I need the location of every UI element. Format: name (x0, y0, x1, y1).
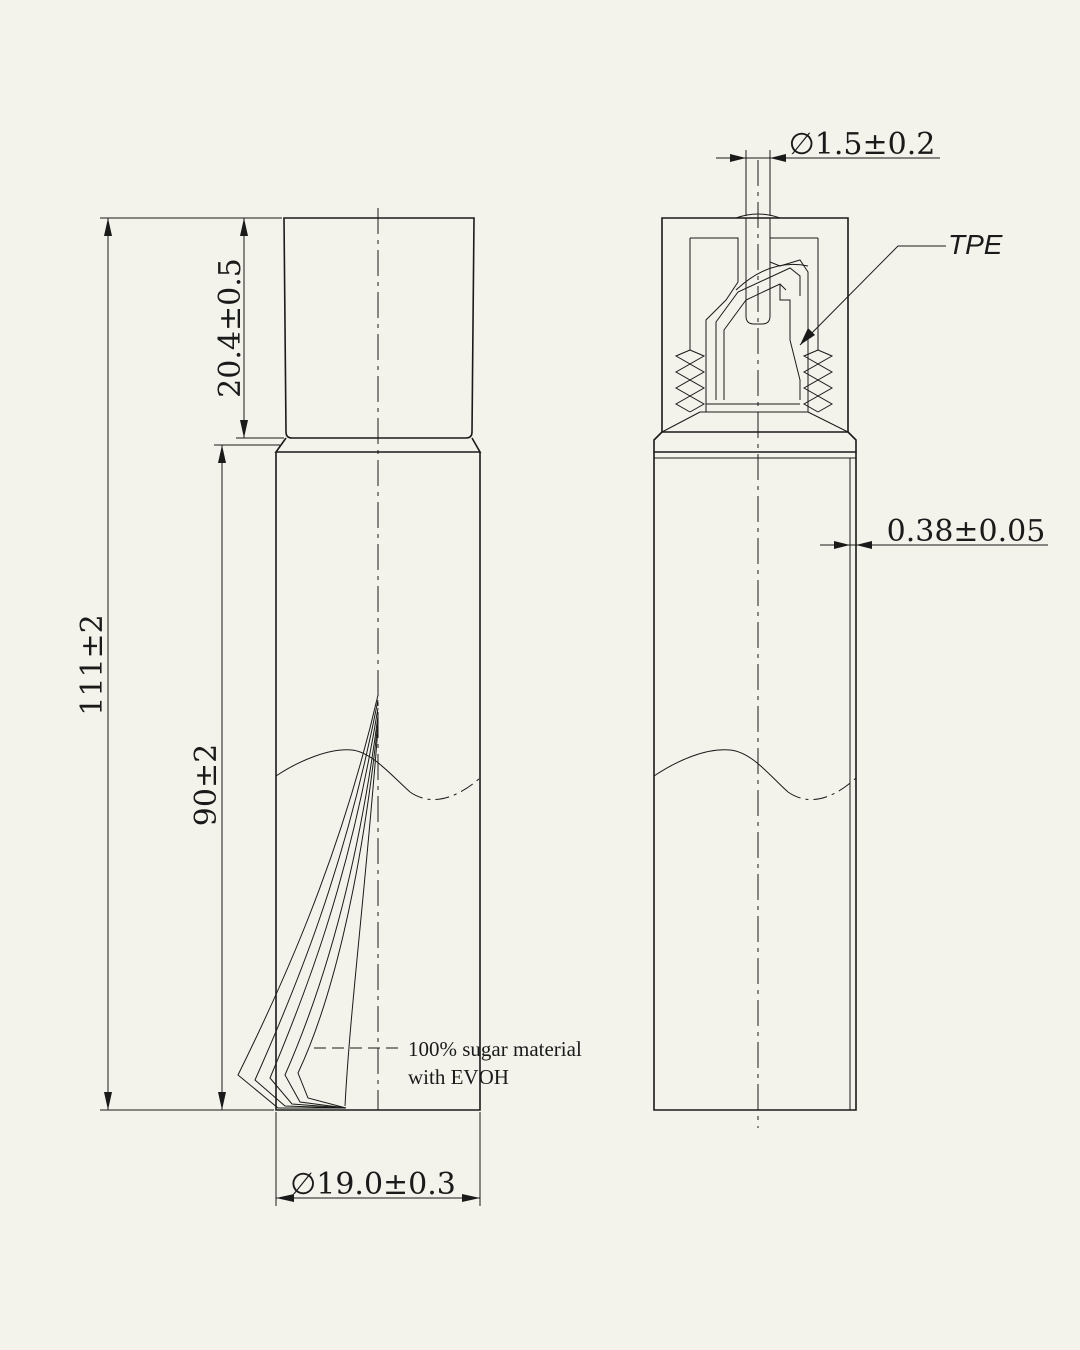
orifice-diameter-label: ∅1.5±0.2 (789, 127, 936, 162)
orifice-channel (745, 218, 771, 325)
crimp-fan (237, 694, 379, 1109)
dim-wall-thickness: 0.38±0.05 (820, 514, 1048, 549)
wall-thickness-label: 0.38±0.05 (887, 514, 1046, 549)
break-line-right (653, 749, 789, 793)
tpe-callout: TPE (799, 229, 1003, 346)
overall-height-label: 111±2 (75, 614, 110, 715)
thread-left (674, 349, 692, 413)
break-line-left (275, 749, 411, 793)
inner-nozzle (715, 267, 801, 400)
cap-outline (283, 217, 475, 439)
dim-tube-diameter: ∅19.0±0.3 (275, 1112, 481, 1206)
break-line-left-dash (409, 777, 481, 800)
material-note-line1: 100% sugar material (408, 1037, 582, 1061)
tube-body-right (653, 452, 857, 1111)
material-note-line2: with EVOH (408, 1065, 509, 1089)
cap-inner-cavity (690, 237, 739, 412)
tube-length-label: 90±2 (189, 744, 224, 826)
tube-diameter-label: ∅19.0±0.3 (290, 1167, 456, 1202)
right-view-section (653, 160, 857, 1128)
left-view-exterior (237, 208, 482, 1111)
thread-right (816, 349, 834, 413)
dim-overall-height: 111±2 (75, 217, 282, 1111)
shoulder-section (653, 431, 857, 453)
dim-cap-height: 20.4±0.5 (213, 218, 284, 439)
dim-tube-length: 90±2 (189, 444, 280, 1110)
dim-orifice-diameter: ∅1.5±0.2 (716, 127, 940, 216)
tpe-label: TPE (948, 229, 1003, 260)
cap-height-label: 20.4±0.5 (213, 258, 248, 398)
